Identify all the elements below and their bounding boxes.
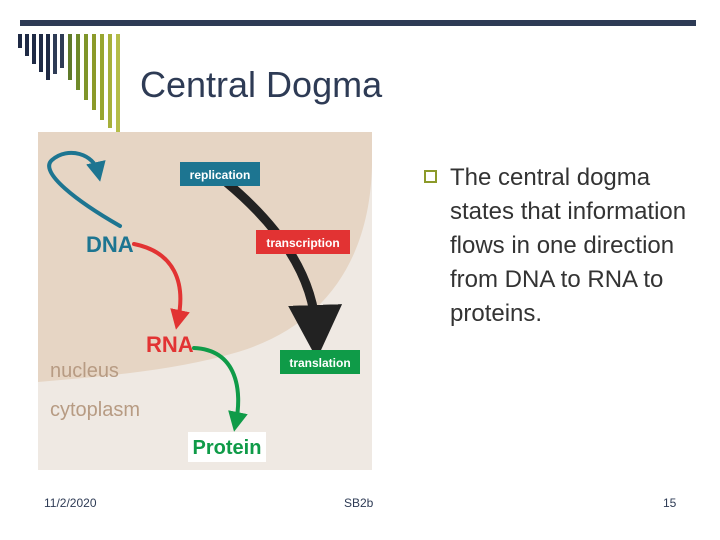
slide-title: Central Dogma xyxy=(140,64,382,106)
bullet-marker-icon xyxy=(424,170,437,183)
page-number: 15 xyxy=(663,496,676,510)
central-dogma-figure: replication transcription translation DN… xyxy=(38,132,372,470)
bullet-text: The central dogma states that informatio… xyxy=(450,161,700,331)
cytoplasm-label: cytoplasm xyxy=(50,399,140,421)
transcription-label: transcription xyxy=(266,236,339,250)
nucleus-label: nucleus xyxy=(50,360,119,382)
footer-date: 11/2/2020 xyxy=(44,496,97,510)
dna-label: DNA xyxy=(86,232,134,257)
top-rule xyxy=(20,20,696,26)
rna-label: RNA xyxy=(146,332,194,357)
replication-label: replication xyxy=(190,168,251,182)
protein-label: Protein xyxy=(193,437,262,459)
translation-label: translation xyxy=(289,356,350,370)
decorative-bars xyxy=(18,34,122,134)
footer-code: SB2b xyxy=(344,496,373,510)
